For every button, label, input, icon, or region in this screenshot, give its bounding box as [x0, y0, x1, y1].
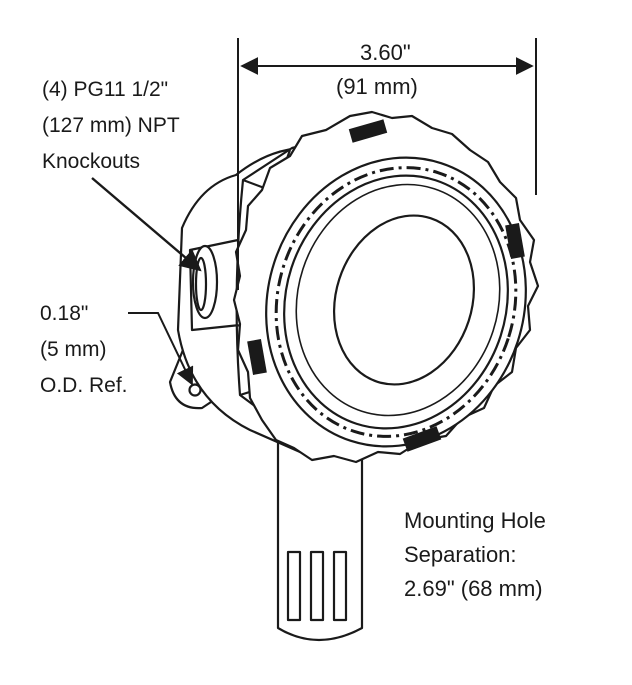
knockouts-label-line1: (4) PG11 1/2": [42, 78, 168, 101]
width-mm-label: (91 mm): [336, 74, 418, 99]
od-label-line1: 0.18": [40, 302, 88, 325]
width-dimension: [237, 38, 537, 290]
mounting-label-line3: 2.69" (68 mm): [404, 576, 543, 601]
probe-stem: [276, 438, 364, 642]
knockout-leader: [91, 177, 202, 272]
od-label-line3: O.D. Ref.: [40, 374, 128, 397]
mounting-label-line2: Separation:: [404, 542, 517, 567]
mounting-label-line1: Mounting Hole: [404, 508, 546, 533]
knockout-boss: [188, 238, 242, 332]
knockouts-label-line2: (127 mm) NPT: [42, 114, 180, 137]
grip-tabs: [247, 119, 525, 452]
sensor-window: [332, 214, 476, 386]
od-label-line2: (5 mm): [40, 338, 107, 361]
width-inches-label: 3.60": [360, 40, 411, 65]
od-leader: [128, 312, 194, 386]
knockouts-label-line3: Knockouts: [42, 150, 140, 173]
